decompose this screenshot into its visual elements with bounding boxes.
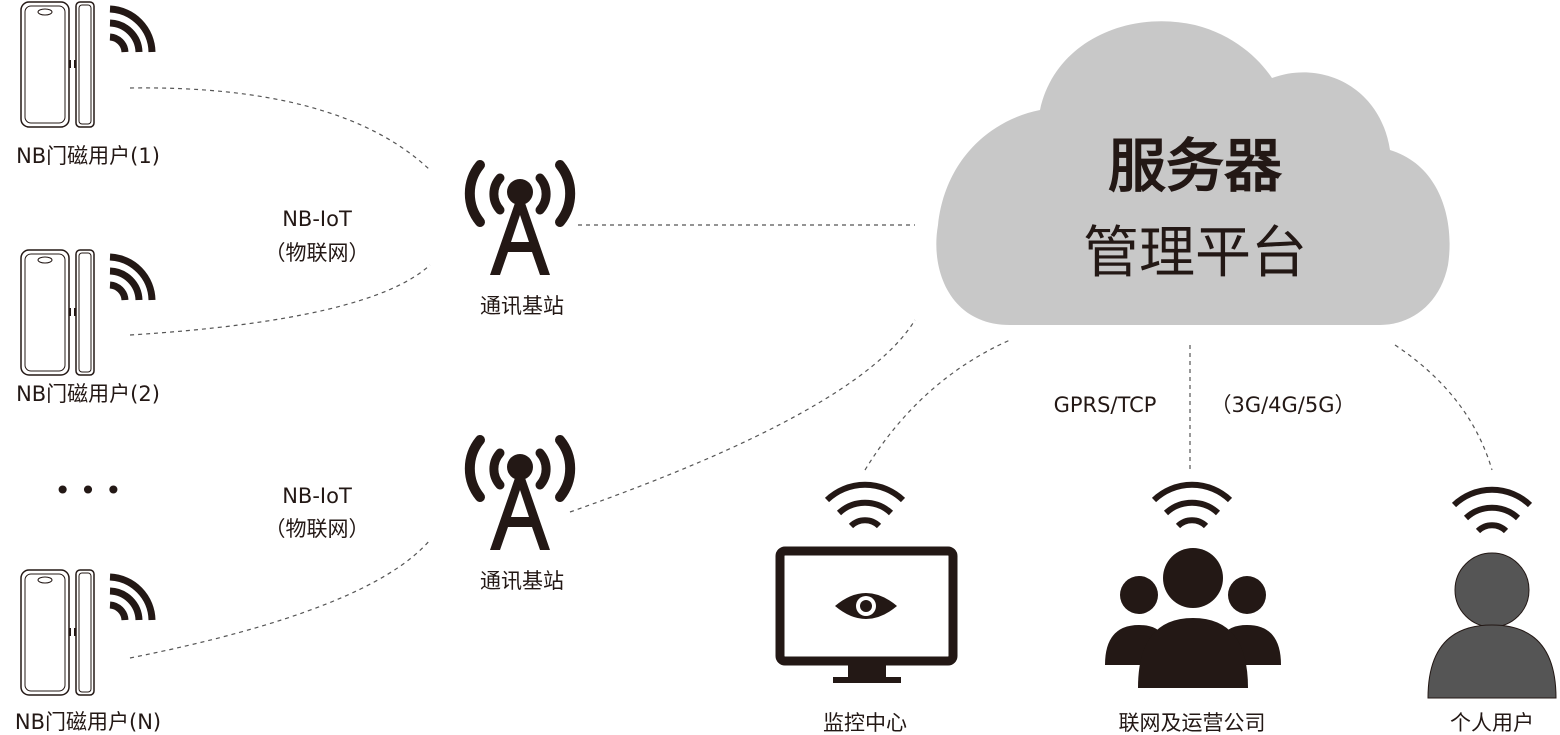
ellipsis: • • • <box>54 474 121 507</box>
person-icon <box>1427 552 1557 699</box>
protocol-label: GPRS/TCP <box>1054 393 1157 417</box>
network-label: （3G/4G/5G） <box>1210 393 1355 417</box>
link-cloud-monitor <box>864 339 1011 471</box>
link-device2-station1 <box>129 264 431 336</box>
device-label: NB门磁用户(1) <box>16 144 160 168</box>
cloud-title: 服务器 <box>1108 132 1283 200</box>
client-label: 监控中心 <box>823 711 907 735</box>
station-2: 通讯基站 <box>470 440 570 593</box>
client-operator: 联网及运营公司 <box>1105 485 1281 735</box>
link-deviceN-station2 <box>129 539 431 659</box>
device-n: NB门磁用户(N) <box>15 570 161 734</box>
station-label: 通讯基站 <box>480 569 564 593</box>
door-sensor-icon <box>21 570 152 695</box>
link-label-sub: （物联网） <box>265 241 370 265</box>
monitor-eye-icon <box>775 546 958 683</box>
cell-tower-icon <box>470 440 570 550</box>
station-1: 通讯基站 <box>470 165 570 318</box>
device-1: NB门磁用户(1) <box>16 2 160 168</box>
station-label: 通讯基站 <box>480 294 564 318</box>
device-2: NB门磁用户(2) <box>16 250 160 406</box>
wifi-icon <box>827 485 903 526</box>
link-device1-station1 <box>129 87 431 171</box>
device-label: NB门磁用户(2) <box>16 382 160 406</box>
wifi-icon <box>1454 490 1530 531</box>
device-label: NB门磁用户(N) <box>15 710 161 734</box>
server-cloud: 服务器 管理平台 <box>936 21 1450 325</box>
door-sensor-icon <box>21 250 152 375</box>
cloud-icon <box>936 21 1450 325</box>
link-label: NB-IoT <box>282 207 352 231</box>
link-cloud-user <box>1394 344 1493 471</box>
link-station2-cloud <box>569 319 916 513</box>
door-sensor-icon <box>21 2 152 127</box>
link-label-sub: （物联网） <box>265 517 370 541</box>
cloud-subtitle: 管理平台 <box>1083 221 1307 286</box>
link-label: NB-IoT <box>282 484 352 508</box>
cell-tower-icon <box>470 165 570 275</box>
client-label: 个人用户 <box>1450 711 1534 735</box>
wifi-icon <box>1154 485 1230 526</box>
client-label: 联网及运营公司 <box>1119 711 1266 735</box>
client-monitor-center: 监控中心 <box>775 485 958 735</box>
client-personal-user: 个人用户 <box>1427 490 1557 735</box>
group-icon <box>1105 548 1281 688</box>
